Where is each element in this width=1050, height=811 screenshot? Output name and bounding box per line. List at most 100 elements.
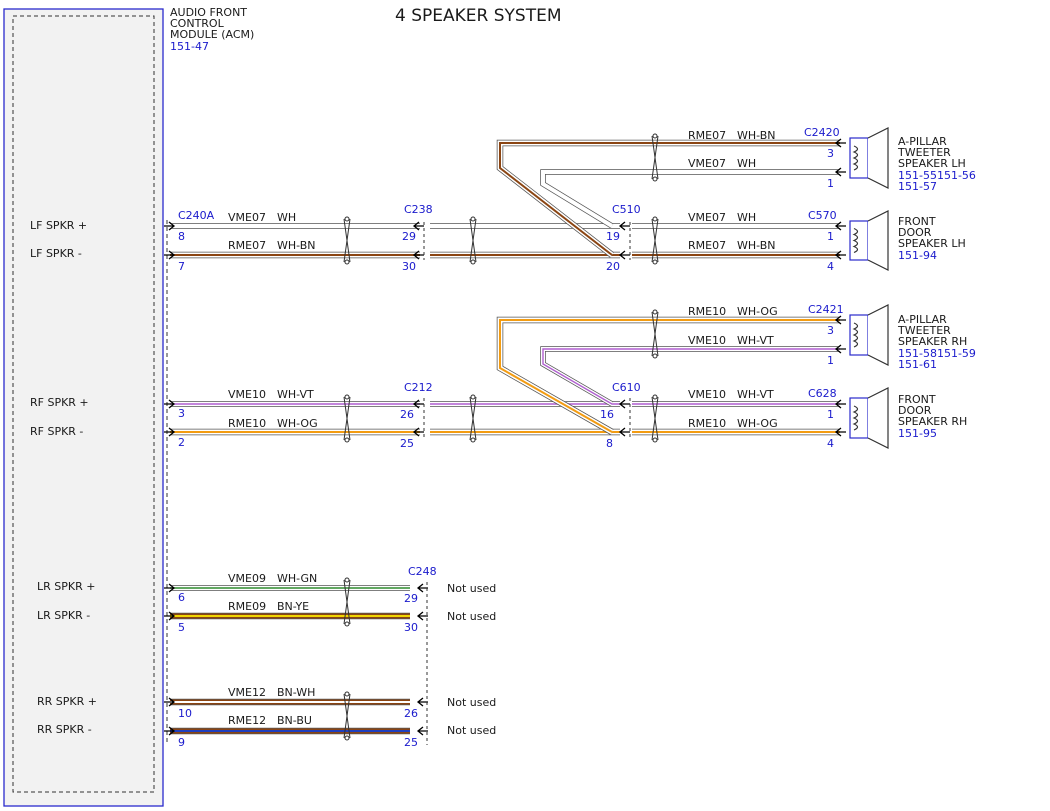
wire-label-lf-minus-circuit: RME07 (228, 239, 266, 252)
arrow-rf-minus-c212 (412, 427, 424, 437)
c2420-pin-1: 1 (827, 177, 834, 190)
arrow-lr-minus-module (164, 611, 176, 621)
c2421-pin-1: 1 (827, 354, 834, 367)
arrow-rf-plus-c628 (834, 399, 846, 409)
door-rh-symbol-cone (867, 387, 889, 449)
connector-c2420: C2420 (804, 126, 840, 139)
tweeter-rh-line-3: SPEAKER RH (898, 335, 967, 348)
speaker-door-lh: FRONT DOOR SPEAKER LH 151-94 (898, 215, 966, 262)
wire-label-lr-minus-color: BN-YE (277, 600, 309, 613)
connector-c238: C238 (404, 203, 433, 216)
twist-rf-3-top (652, 394, 658, 400)
module-name-line-3: MODULE (ACM) (170, 28, 254, 41)
arrow-lf-tw-p1 (834, 167, 846, 177)
tweeter-rh-line-2: TWEETER (897, 324, 951, 337)
wire-label-rf-minus-color: WH-OG (277, 417, 318, 430)
twist-lf-3 (651, 218, 659, 263)
arrow-rf-plus-c212 (412, 399, 424, 409)
c610-pin-rf-plus: 16 (600, 408, 614, 421)
twist-lf-1-bottom (344, 259, 350, 265)
tweeter-lh-line-1: A-PILLAR (898, 135, 947, 148)
door-lh-line-1: FRONT (898, 215, 936, 228)
twist-rf-tw-bottom (652, 353, 658, 359)
door-rh-ref-1: 151-95 (898, 427, 937, 440)
tweeter-lh-ref-2: 151-57 (898, 180, 937, 193)
twist-lr (343, 579, 351, 625)
wire-label-lf-tw-plus-color: WH (737, 157, 756, 170)
wire-label-lf-door-plus-color: WH (737, 211, 756, 224)
wire-label-lf-door-minus-color: WH-BN (737, 239, 776, 252)
twist-rf-tw (651, 311, 659, 357)
rf-tw-minus-base (497, 317, 840, 435)
module-name-line-2: CONTROL (170, 17, 225, 30)
rf-tw-minus-stripe (499, 319, 840, 433)
lf-tw-minus-base (497, 140, 840, 257)
speaker-tweeter-rh: A-PILLAR TWEETER SPEAKER RH 151-58151-59… (897, 313, 976, 371)
door-lh-line-3: SPEAKER LH (898, 237, 966, 250)
not-used-lr-plus: Not used (447, 582, 496, 595)
wire-label-rf-plus-color: WH-VT (277, 388, 314, 401)
wire-drawings (164, 127, 889, 745)
tweeter-rh-symbol-cone (867, 304, 889, 366)
module-pin-rf-minus: 2 (178, 436, 185, 449)
tweeter-lh-ref-1: 151-55151-56 (898, 169, 976, 182)
twist-rf-2 (469, 396, 477, 441)
arrow-lf-plus-c570 (834, 221, 846, 231)
module-pin-lr-plus: 6 (178, 591, 185, 604)
pin-label-rr-plus: RR SPKR + (37, 695, 97, 708)
wire-label-lf-tw-minus-color: WH-BN (737, 129, 776, 142)
tweeter-lh-line-2: TWEETER (897, 146, 951, 159)
tweeter-rh-ref-1: 151-58151-59 (898, 347, 976, 360)
door-lh-symbol-cone (867, 210, 889, 271)
module-pin-rr-minus: 9 (178, 736, 185, 749)
connector-c510: C510 (612, 203, 641, 216)
door-rh-line-1: FRONT (898, 393, 936, 406)
wire-label-rf-door-plus-circuit: VME10 (688, 388, 726, 401)
wire-label-rf-tw-minus-circuit: RME10 (688, 305, 726, 318)
twist-lf-tw (651, 135, 659, 180)
pin-label-lr-minus: LR SPKR - (37, 609, 90, 622)
arrow-rr-minus-c248 (416, 726, 428, 736)
wire-label-rf-tw-minus-color: WH-OG (737, 305, 778, 318)
tweeter-lh-symbol-cone (867, 127, 889, 189)
speaker-door-rh: FRONT DOOR SPEAKER RH 151-95 (898, 393, 967, 440)
twist-lf-3-bottom (652, 259, 658, 265)
tweeter-rh-line-1: A-PILLAR (898, 313, 947, 326)
module-pin-rf-plus: 3 (178, 407, 185, 420)
pin-label-lf-minus: LF SPKR - (30, 247, 82, 260)
wire-label-lf-plus-circuit: VME07 (228, 211, 266, 224)
arrow-lf-plus-c510 (618, 221, 630, 231)
module-pin-rr-plus: 10 (178, 707, 192, 720)
connector-c248: C248 (408, 565, 437, 578)
wire-label-lr-plus-circuit: VME09 (228, 572, 266, 585)
not-used-lr-minus: Not used (447, 610, 496, 623)
wire-label-rf-door-minus-circuit: RME10 (688, 417, 726, 430)
arrow-rr-plus-c248 (416, 697, 428, 707)
pin-label-lf-plus: LF SPKR + (30, 219, 87, 232)
c628-pin-1: 1 (827, 408, 834, 421)
tweeter-lh-line-3: SPEAKER LH (898, 157, 966, 170)
lf-tw-minus-outline (496, 139, 840, 258)
twist-lf-1-top (344, 216, 350, 222)
wire-label-rr-plus-color: BN-WH (277, 686, 315, 699)
connector-c240a: C240A (178, 209, 215, 222)
arrow-lr-plus-c248 (416, 583, 428, 593)
speaker-tweeter-lh: A-PILLAR TWEETER SPEAKER LH 151-55151-56… (897, 135, 976, 193)
twist-rr (343, 693, 351, 739)
connector-c570: C570 (808, 209, 837, 222)
twist-rr-top (344, 691, 350, 697)
module-name-line-1: AUDIO FRONT (170, 6, 247, 19)
twist-lf-tw-top (652, 133, 658, 139)
twist-rf-2-bottom (470, 437, 476, 443)
c248-pin-lr-plus: 29 (404, 592, 418, 605)
twist-rf-tw-top (652, 309, 658, 315)
arrow-rr-minus-module (164, 726, 176, 736)
wire-label-rf-tw-plus-color: WH-VT (737, 334, 774, 347)
twist-lr-top (344, 577, 350, 583)
wire-label-lr-minus-circuit: RME09 (228, 600, 266, 613)
wire-label-rf-door-minus-color: WH-OG (737, 417, 778, 430)
wire-label-rf-tw-plus-circuit: VME10 (688, 334, 726, 347)
twist-rf-1-bottom (344, 437, 350, 443)
door-rh-symbol-coil (852, 405, 859, 431)
c570-pin-4: 4 (827, 260, 834, 273)
